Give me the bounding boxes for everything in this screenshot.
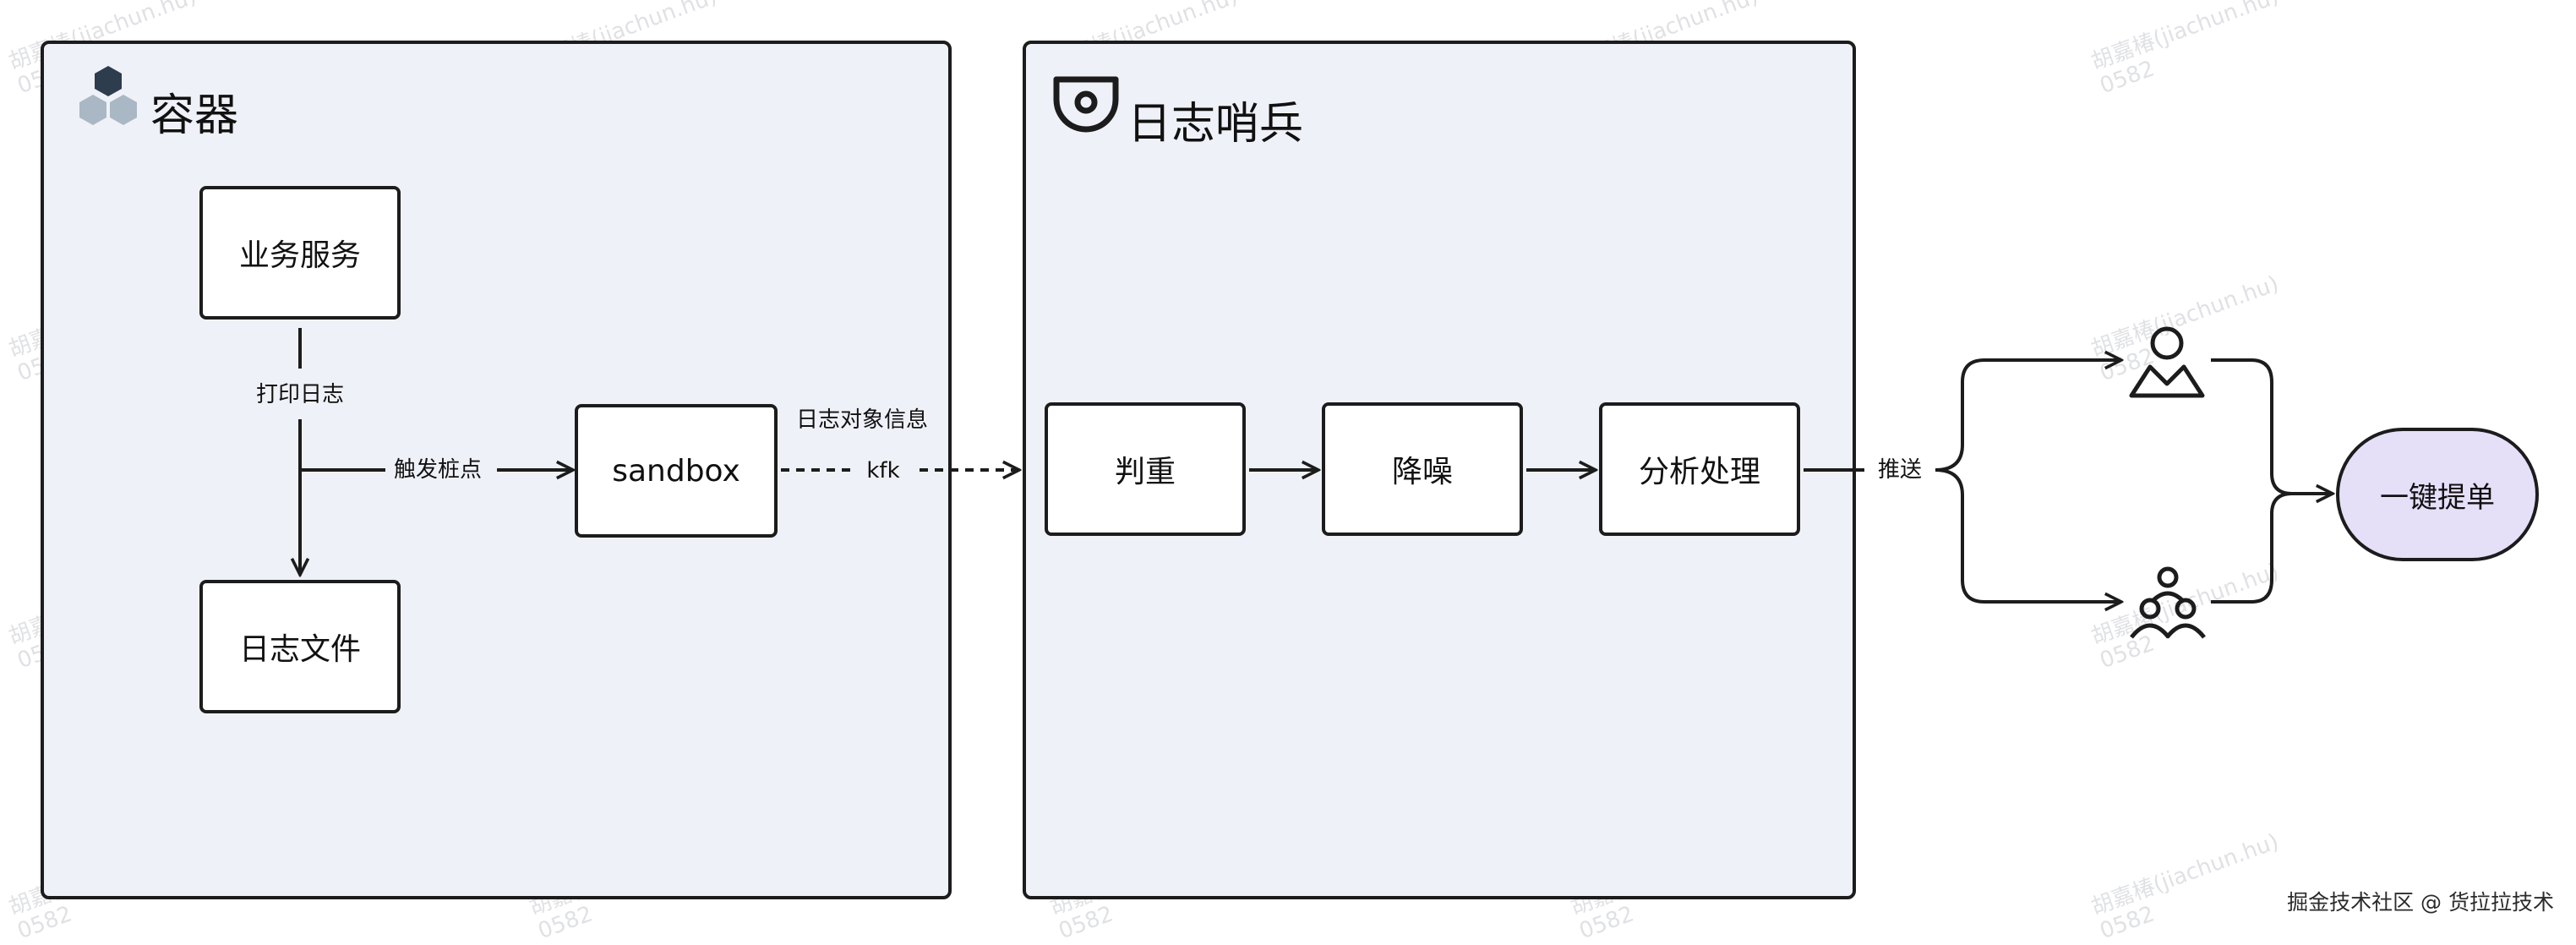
print-log-label: 打印日志 bbox=[255, 382, 345, 407]
camera-icon bbox=[1051, 74, 1121, 142]
container-title: 容器 bbox=[150, 90, 239, 141]
brace-to-group bbox=[1935, 468, 2121, 602]
denoise-node: 降噪 bbox=[1322, 402, 1523, 536]
sandbox-node: sandbox bbox=[575, 404, 778, 538]
group-icon bbox=[2126, 565, 2209, 642]
kfk-label: kfk bbox=[866, 458, 900, 483]
hexagon-cluster-icon bbox=[71, 61, 147, 137]
person-icon bbox=[2125, 323, 2209, 401]
push-label: 推送 bbox=[1877, 457, 1923, 483]
log-file-node: 日志文件 bbox=[199, 580, 401, 713]
sentinel-title: 日志哨兵 bbox=[1127, 99, 1304, 150]
merge-from-person bbox=[2211, 358, 2293, 495]
brace-to-person bbox=[1935, 360, 2121, 472]
business-service-node: 业务服务 bbox=[199, 186, 401, 320]
one-click-ticket-node[interactable]: 一键提单 bbox=[2336, 428, 2539, 561]
credit-text: 掘金技术社区 @ 货拉拉技术 bbox=[2287, 890, 2554, 915]
dedupe-node: 判重 bbox=[1045, 402, 1246, 536]
analysis-node: 分析处理 bbox=[1599, 402, 1800, 536]
trigger-stake-label: 触发桩点 bbox=[393, 457, 483, 483]
merge-from-group bbox=[2211, 492, 2293, 604]
log-object-info-label: 日志对象信息 bbox=[795, 407, 929, 433]
